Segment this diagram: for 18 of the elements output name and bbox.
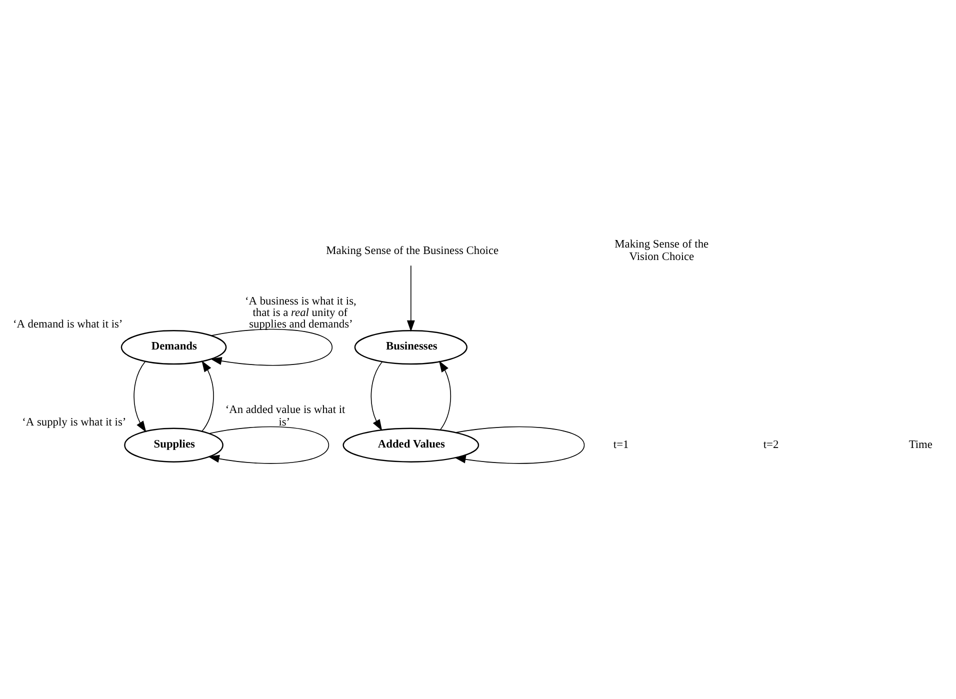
arrow: [134, 361, 146, 432]
label: t=1: [613, 439, 629, 452]
label: Making Sense of the Vision Choice: [614, 238, 709, 263]
arrow: [210, 328, 333, 366]
node-label: ‘A supply is what it is’: [22, 416, 126, 428]
arrow: [438, 360, 452, 430]
node-label: ‘A business is what it is, that is a real unity of supplies and demands’: [245, 296, 356, 331]
label: Time: [908, 439, 932, 452]
node-label: ‘A demand is what it is’: [12, 318, 123, 331]
label: t=2: [763, 439, 779, 452]
arrow: [202, 360, 214, 432]
arrow: [406, 265, 415, 332]
arrow: [208, 426, 330, 464]
node-ellipse: Businesses: [354, 330, 468, 365]
arrow: [370, 361, 383, 431]
arrow: [454, 426, 585, 464]
node-label: ‘An added value is what it is’: [225, 404, 346, 428]
node-text: Making Sense of the Business Choice: [326, 244, 499, 257]
